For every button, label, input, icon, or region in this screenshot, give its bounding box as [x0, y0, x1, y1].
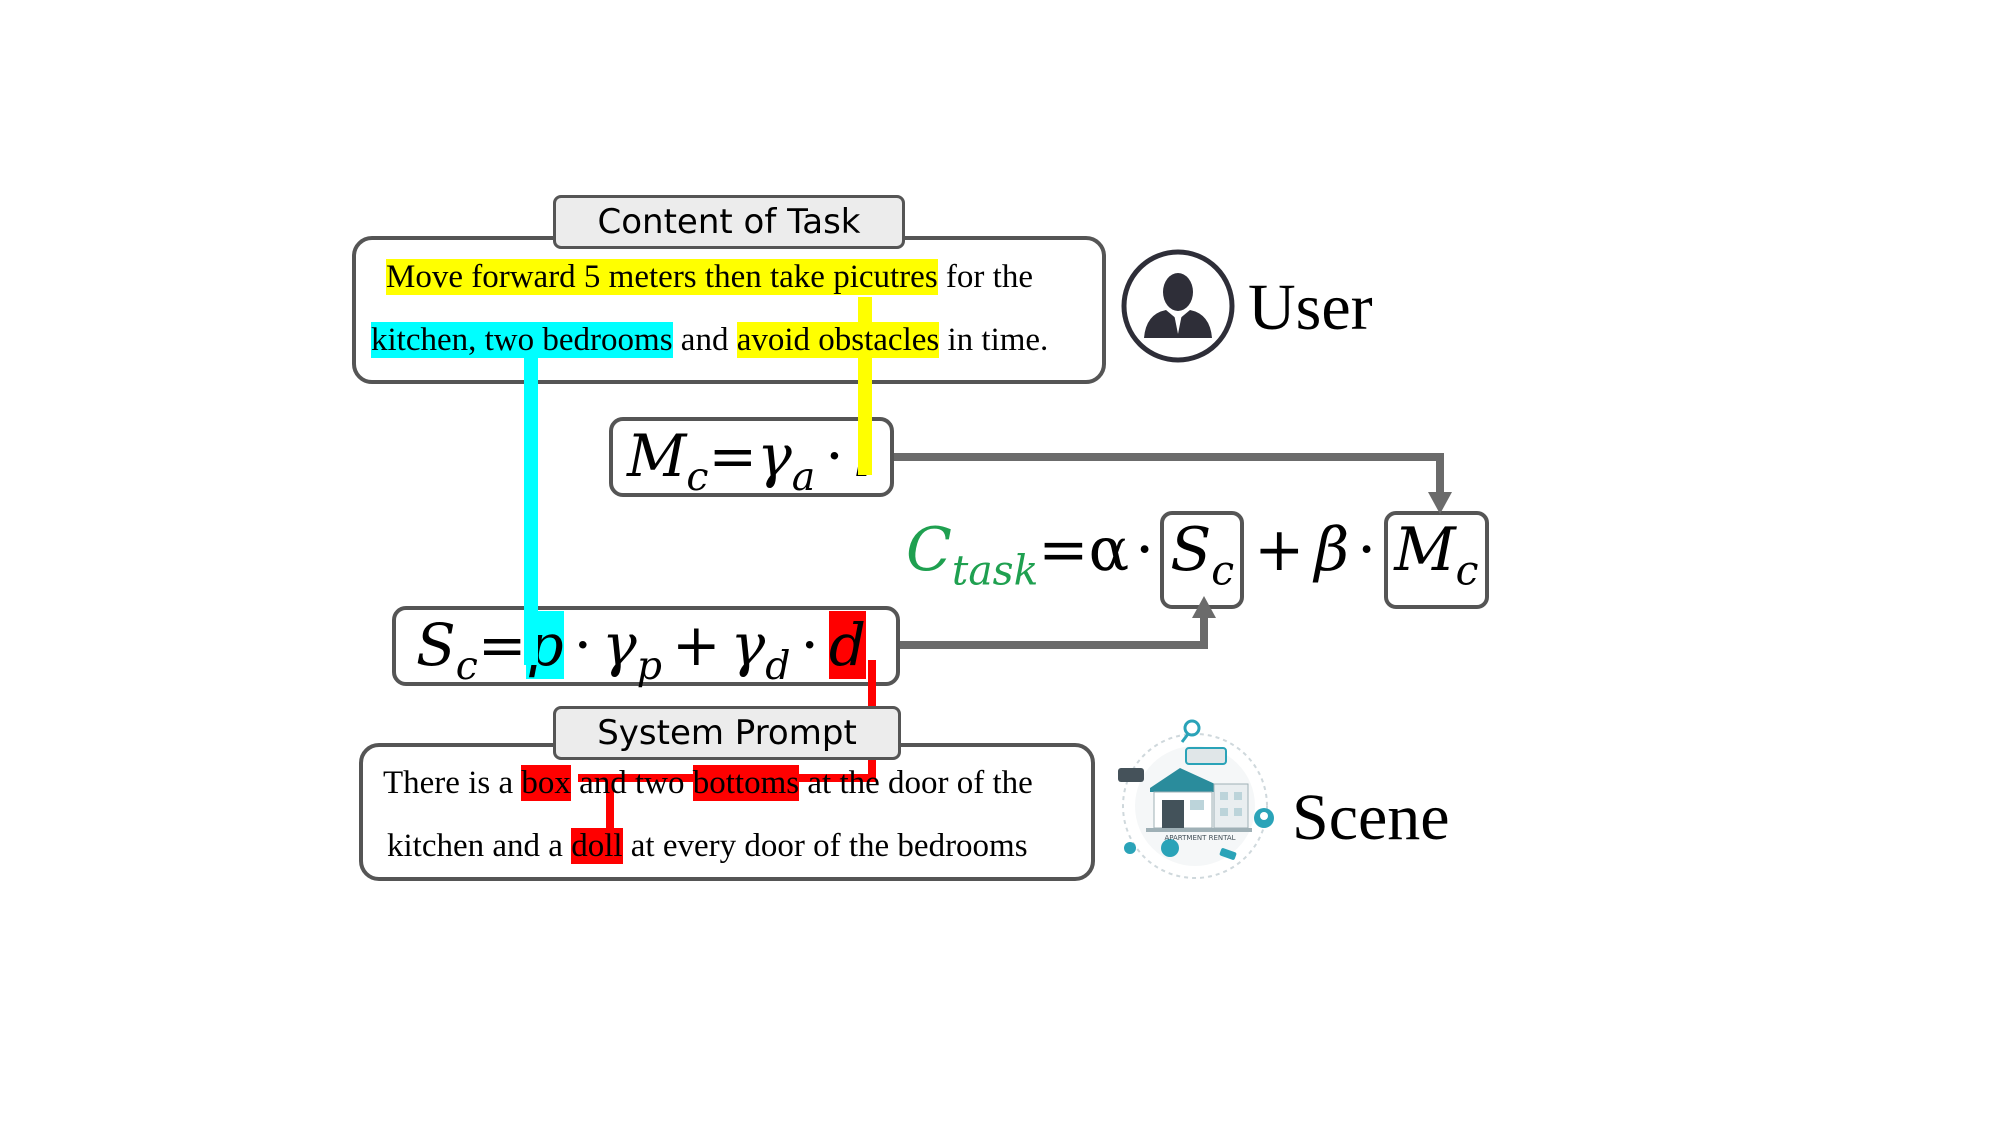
- sc-arrow: [898, 610, 1208, 649]
- mc-M-sub: c: [686, 453, 709, 500]
- system-phrase-box: box: [521, 765, 571, 801]
- system-line-1: There is a box and two bottoms at the do…: [383, 763, 1033, 803]
- system-text-every: at every door of the bedrooms: [622, 828, 1028, 864]
- ctask-alpha: α: [1088, 515, 1130, 585]
- task-phrase-bedrooms: two bedrooms: [476, 322, 673, 358]
- sc-plus: +: [671, 611, 721, 679]
- ctask-S-box: Sc: [1160, 511, 1245, 610]
- sc-gamma-d-sub: d: [765, 642, 791, 689]
- ctask-plus: +: [1254, 515, 1305, 585]
- mc-eq: =: [708, 422, 758, 490]
- task-text-intime: in time.: [939, 322, 1049, 358]
- task-phrase-kitchen: kitchen: [371, 322, 469, 358]
- ctask-beta: β: [1314, 515, 1350, 585]
- sc-gamma-p-sub: p: [636, 642, 662, 689]
- system-text-thereis: There is a: [383, 765, 522, 801]
- system-text-andtwo: and two: [570, 765, 693, 801]
- user-icon: [1120, 248, 1236, 364]
- task-line-1: Move forward 5 meters then take picutres…: [386, 257, 1033, 297]
- sc-eq: =: [477, 611, 527, 679]
- mc-gamma-sub: a: [791, 453, 816, 500]
- sc-gamma-d: γ: [730, 611, 766, 679]
- task-comma: ,: [468, 322, 477, 358]
- mc-M: M: [627, 422, 687, 490]
- sc-d: d: [828, 611, 867, 679]
- system-text-door: at the door of the: [799, 765, 1033, 801]
- task-line-2: kitchen, two bedrooms and avoid obstacle…: [371, 320, 1048, 360]
- mc-dot: ·: [825, 422, 844, 490]
- task-phrase-avoid: avoid obstacles: [736, 322, 940, 358]
- mc-arrowhead: [1428, 492, 1452, 514]
- red-connector-doll: [606, 774, 614, 830]
- system-text-kitchen: kitchen and a: [387, 828, 572, 864]
- system-title: System Prompt: [553, 706, 901, 760]
- user-label: User: [1248, 271, 1373, 344]
- ctask-C-sub: task: [951, 546, 1039, 595]
- scene-label: Scene: [1292, 781, 1450, 854]
- cyan-connector: [524, 355, 538, 665]
- ctask-dot2: ·: [1357, 515, 1377, 585]
- task-title: Content of Task: [553, 195, 905, 249]
- sc-S: S: [416, 611, 456, 679]
- task-phrase-move: Move forward 5 meters: [386, 259, 697, 295]
- system-phrase-bottoms: bottoms: [692, 765, 800, 801]
- sc-formula-box: Sc=p·γp+γd·d: [392, 606, 900, 689]
- system-phrase-doll: doll: [571, 828, 623, 864]
- ctask-M: M: [1394, 515, 1456, 585]
- sc-S-sub: c: [455, 642, 478, 689]
- task-text-forthe: for the: [937, 259, 1033, 295]
- ctask-formula: Ctask=α·Sc+β·Mc: [906, 510, 1489, 610]
- ctask-S-sub: c: [1211, 546, 1235, 595]
- ctask-dot1: ·: [1135, 515, 1155, 585]
- sc-dot1: ·: [573, 611, 593, 679]
- sc-arrowhead: [1192, 596, 1216, 618]
- house-icon: APARTMENT RENTAL: [1110, 718, 1280, 888]
- ctask-M-sub: c: [1455, 546, 1479, 595]
- task-phrase-then: then: [696, 259, 770, 295]
- ctask-C: C: [906, 515, 952, 585]
- mc-formula-box: Mc=γa·l: [609, 417, 894, 500]
- mc-arrow: [893, 453, 1444, 500]
- mc-gamma: γ: [757, 422, 792, 490]
- task-text-and: and: [672, 322, 737, 358]
- ctask-eq: =: [1038, 515, 1089, 585]
- scene-badge: APARTMENT RENTAL: [1164, 834, 1236, 842]
- task-phrase-pictures: take picutres: [769, 259, 938, 295]
- sc-gamma-p: γ: [602, 611, 637, 679]
- sc-dot2: ·: [800, 611, 819, 679]
- ctask-S: S: [1170, 515, 1212, 585]
- system-line-2: kitchen and a doll at every door of the …: [387, 826, 1028, 866]
- ctask-M-box: Mc: [1384, 511, 1489, 610]
